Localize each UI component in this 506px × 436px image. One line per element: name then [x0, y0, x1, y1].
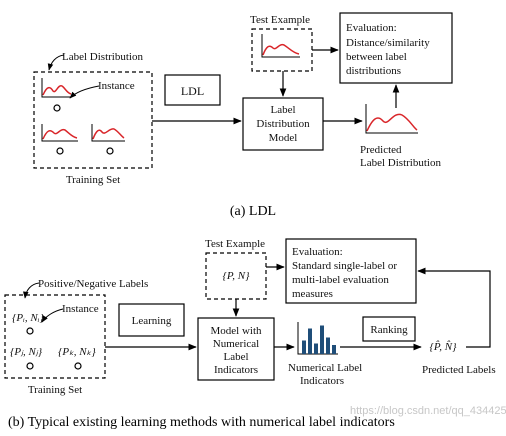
learning-box: [118, 303, 185, 337]
evaluation-line-4-b: measures: [292, 288, 333, 300]
predicted-pair: {P̂, N̂}: [430, 340, 458, 353]
evaluation-line-2-b: Standard single-label or: [292, 260, 397, 272]
watermark: https://blog.csdn.net/qq_43442501: [350, 405, 506, 417]
ldl-box: [164, 74, 221, 106]
indicator-bar: [302, 340, 306, 354]
test-example-label-a: Test Example: [250, 14, 310, 26]
arrow-labels-to-evaluation: [417, 267, 491, 348]
instance-label-b: Instance: [62, 303, 99, 315]
training-set-label-b: Training Set: [28, 384, 82, 396]
test-example-plot: [261, 34, 300, 58]
distribution-curve: [42, 85, 72, 96]
pos-neg-pointer: [23, 282, 40, 299]
numerical-indicator-model-box: [197, 317, 275, 381]
panel-b: Positive/Negative Labels Instance {Pᵢ, N…: [4, 238, 496, 430]
instance-dot: [106, 147, 114, 155]
evaluation-box-a: [339, 12, 453, 84]
instance-dot: [56, 147, 64, 155]
ranking-box: [362, 316, 416, 342]
label-distribution-model-box: [242, 97, 324, 151]
indicator-bars: [302, 325, 336, 354]
evaluation-box-b: [285, 238, 417, 304]
instance-pointer-b: [41, 308, 64, 323]
evaluation-line-1-b: Evaluation:: [292, 246, 343, 258]
pair-i: {Pᵢ, Nᵢ}: [12, 312, 44, 324]
indicator-bar: [314, 343, 318, 354]
distribution-curve: [92, 128, 125, 140]
label-distribution-pointer: [47, 54, 65, 71]
ranking-label: Ranking: [370, 324, 408, 336]
predicted-labels-label: Predicted Labels: [422, 364, 496, 376]
model-line-3-b: Label: [223, 351, 248, 363]
indicator-bar: [332, 345, 336, 354]
pair-j: {Pⱼ, Nⱼ}: [10, 346, 43, 358]
caption-b: (b) Typical existing learning methods wi…: [8, 415, 395, 430]
evaluation-line-3-b: multi-label evaluation: [292, 274, 389, 286]
training-set-label-a: Training Set: [66, 174, 120, 186]
instance-label-a: Instance: [98, 80, 135, 92]
caption-a: (a) LDL: [230, 204, 276, 219]
label-distribution-label: Label Distribution: [62, 51, 143, 63]
model-line-1-b: Model with: [210, 325, 262, 337]
model-line-2-b: Numerical: [213, 338, 259, 350]
model-line-4-b: Indicators: [214, 364, 258, 376]
ldl-label: LDL: [181, 84, 204, 98]
evaluation-line-3-a: between label: [346, 51, 407, 63]
training-set-box-b: [4, 294, 106, 379]
model-line-3-a: Model: [269, 132, 298, 144]
distribution-curve: [366, 113, 418, 132]
indicator-line-2: Indicators: [300, 375, 344, 387]
distribution-curve: [262, 43, 300, 56]
distribution-curve: [42, 128, 78, 140]
indicator-line-1: Numerical Label: [288, 362, 362, 374]
mini-plot-2: [41, 124, 78, 155]
training-set-box-a: [33, 71, 153, 169]
mini-plot-1: [41, 78, 72, 112]
evaluation-line-4-a: distributions: [346, 65, 401, 77]
instance-dot: [53, 104, 61, 112]
predicted-line-1-a: Predicted: [360, 144, 402, 156]
panel-a: Label Distribution Instance Training Set…: [33, 12, 453, 219]
predicted-line-2-a: Label Distribution: [360, 157, 441, 169]
test-example-box-a: [251, 28, 313, 72]
evaluation-line-1-a: Evaluation:: [346, 22, 397, 34]
pos-neg-labels-label: Positive/Negative Labels: [38, 278, 148, 290]
model-line-2-a: Distribution: [256, 118, 310, 130]
instance-pointer-a: [69, 85, 100, 99]
model-line-1-a: Label: [270, 104, 295, 116]
test-example-label-b: Test Example: [205, 238, 265, 250]
predicted-distribution-plot: [365, 104, 418, 134]
pair-k: {Pₖ, Nₖ}: [58, 346, 96, 358]
indicator-bar: [326, 337, 330, 354]
learning-label: Learning: [132, 315, 172, 327]
evaluation-line-2-a: Distance/similarity: [346, 37, 430, 49]
indicator-bar: [320, 325, 324, 354]
indicator-axes: [297, 322, 338, 355]
test-pair: {P, N}: [223, 270, 251, 282]
instance-dot: [74, 362, 82, 370]
instance-dot: [26, 362, 34, 370]
indicator-bar-chart: [297, 322, 338, 355]
mini-plot-3: [91, 124, 125, 155]
instance-dot: [26, 327, 34, 335]
indicator-bar: [308, 328, 312, 354]
